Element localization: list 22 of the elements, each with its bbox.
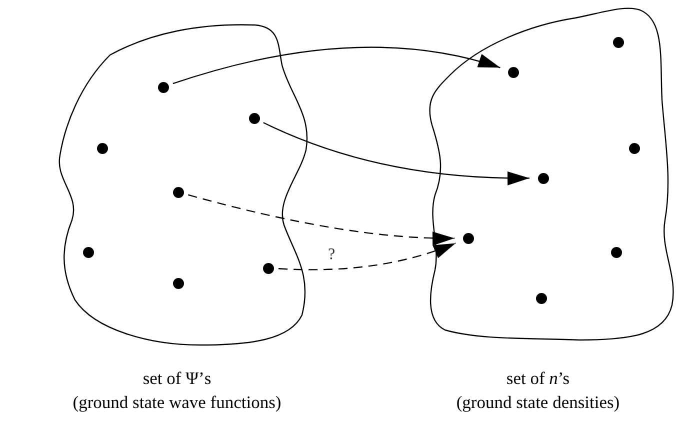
point-dot bbox=[96, 142, 108, 154]
mapping-arrow bbox=[263, 122, 530, 186]
point-dot bbox=[172, 278, 184, 288]
point-dot bbox=[172, 186, 184, 198]
point-dot bbox=[158, 82, 168, 92]
point-dot bbox=[628, 142, 640, 154]
set-caption: (ground state densities) bbox=[456, 392, 620, 412]
point-dot bbox=[262, 262, 274, 274]
point-dot bbox=[462, 232, 474, 244]
set-caption: set of Ψ’s bbox=[142, 368, 212, 388]
point-dot bbox=[538, 172, 548, 184]
point-dot bbox=[248, 112, 260, 124]
mapping-arrow bbox=[172, 46, 500, 84]
point-dot bbox=[82, 246, 94, 258]
mapping-arrow bbox=[188, 194, 454, 246]
point-dot bbox=[610, 246, 622, 258]
point-dot bbox=[612, 36, 624, 48]
set-caption: set of n’s bbox=[506, 368, 570, 388]
point-dot bbox=[536, 292, 546, 304]
set-caption: (ground state wave functions) bbox=[72, 392, 282, 412]
mapping-arrow bbox=[278, 242, 456, 270]
point-dot bbox=[508, 66, 518, 78]
